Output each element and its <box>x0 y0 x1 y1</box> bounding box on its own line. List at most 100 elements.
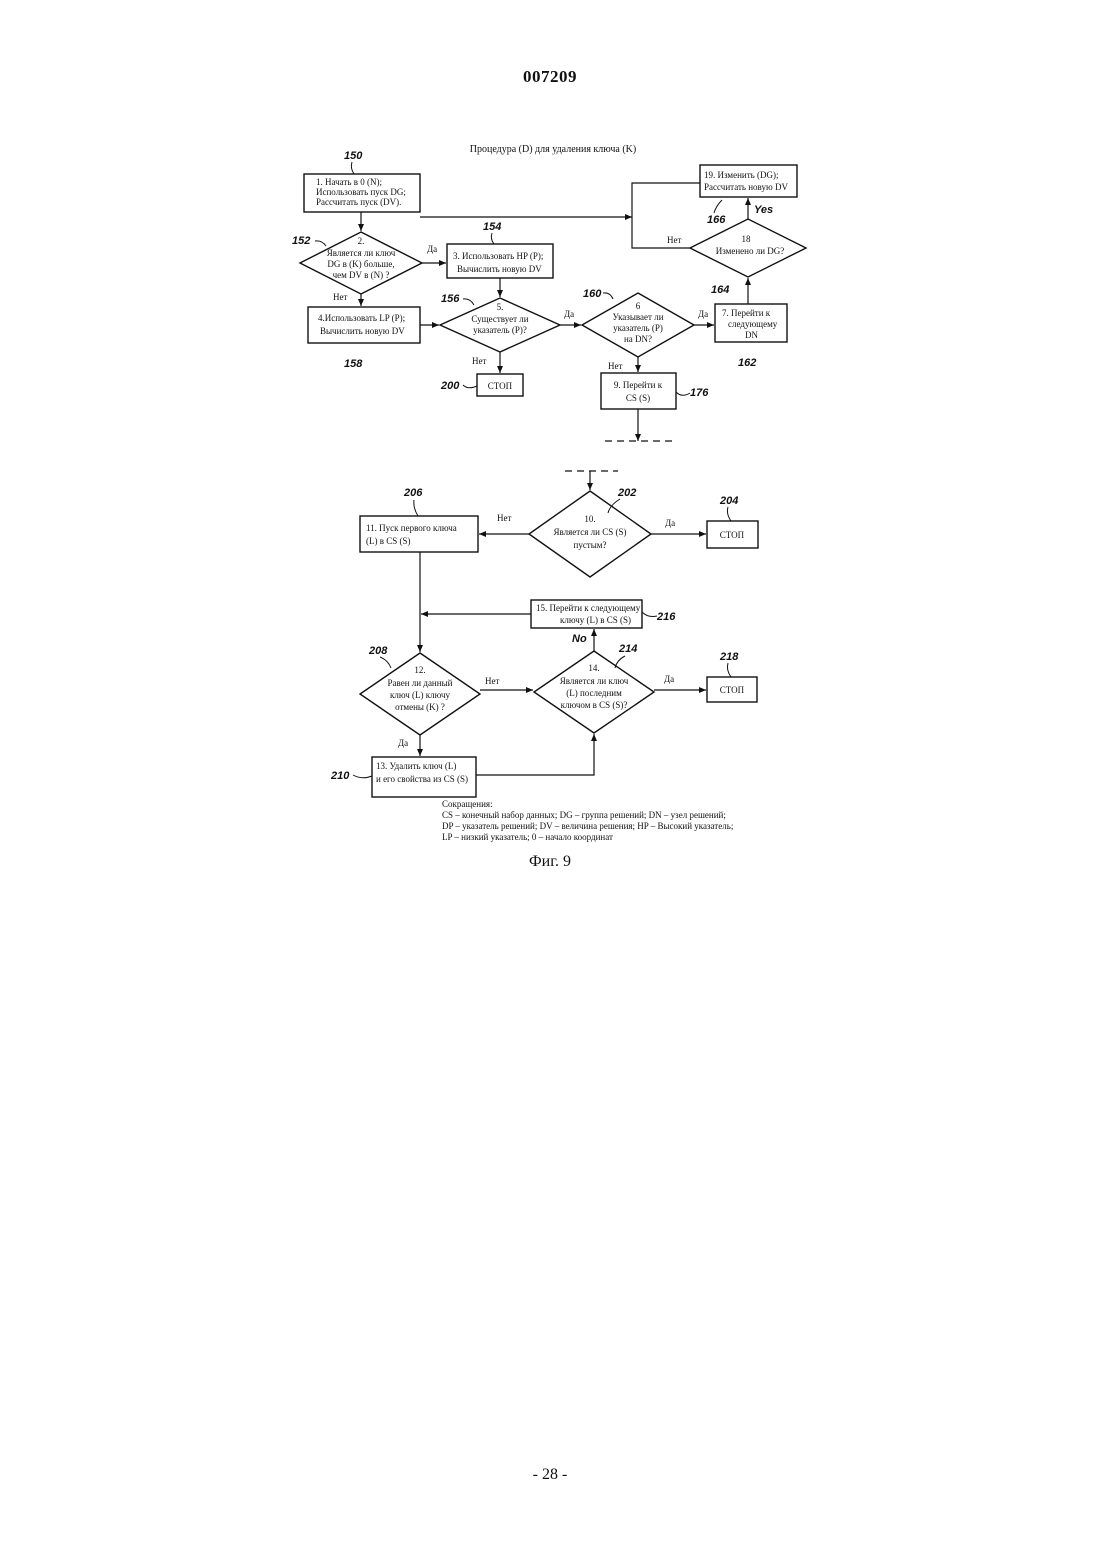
svg-text:пустым?: пустым? <box>574 540 607 550</box>
figure-caption: Фиг. 9 <box>0 853 1100 871</box>
svg-text:7. Перейти к: 7. Перейти к <box>722 308 771 318</box>
decision-5: 5. Существует ли указатель (P)? <box>440 298 560 352</box>
decision-18: 18 Изменено ли DG? <box>690 219 806 277</box>
label-no-5: Нет <box>472 356 486 366</box>
ref-164: 164 <box>711 284 729 296</box>
ref-176: 176 <box>690 387 709 399</box>
ref-150: 150 <box>344 150 363 162</box>
svg-text:6: 6 <box>636 301 641 311</box>
svg-text:(L) последним: (L) последним <box>566 688 622 698</box>
node-11: 11. Пуск первого ключа (L) в CS (S) <box>360 516 478 552</box>
svg-text:ключ (L) ключу: ключ (L) ключу <box>390 690 451 700</box>
abbreviations-line: LP – низкий указатель; 0 – начало коорди… <box>442 832 782 843</box>
label-yes-14: Да <box>664 674 674 684</box>
ref-216: 216 <box>656 611 676 623</box>
flowchart: Процедура (D) для удаления ключа (K) 1. … <box>0 0 1100 880</box>
svg-text:Рассчитать новую DV: Рассчитать новую DV <box>704 182 788 192</box>
ref-202: 202 <box>617 487 636 499</box>
ref-210: 210 <box>330 770 350 782</box>
svg-text:указатель (P)?: указатель (P)? <box>473 325 527 335</box>
ref-166: 166 <box>707 214 726 226</box>
svg-text:Рассчитать пуск (DV).: Рассчитать пуск (DV). <box>316 197 401 207</box>
decision-6: 6 Указывает ли указатель (P) на DN? <box>582 293 694 357</box>
svg-text:Существует ли: Существует ли <box>471 314 528 324</box>
svg-text:10.: 10. <box>584 514 595 524</box>
node-4: 4.Использовать LP (P); Вычислить новую D… <box>308 307 420 343</box>
node-15: 15. Перейти к следующему ключу (L) в CS … <box>531 600 642 628</box>
svg-text:DG в (K) больше,: DG в (K) больше, <box>327 259 394 269</box>
decision-10: 10. Является ли CS (S) пустым? <box>529 491 651 577</box>
svg-text:ключом в CS (S)?: ключом в CS (S)? <box>561 700 628 710</box>
label-no-10: Нет <box>497 513 511 523</box>
svg-text:2.: 2. <box>358 236 365 246</box>
svg-text:14.: 14. <box>588 663 599 673</box>
svg-text:чем DV в (N) ?: чем DV в (N) ? <box>333 270 390 280</box>
ref-200: 200 <box>440 380 460 392</box>
svg-text:СТОП: СТОП <box>720 685 745 695</box>
ref-206: 206 <box>403 487 423 499</box>
svg-text:(L) в CS (S): (L) в CS (S) <box>366 536 411 546</box>
svg-text:следующему: следующему <box>728 319 778 329</box>
svg-text:Вычислить новую DV: Вычислить новую DV <box>320 326 405 336</box>
ref-214: 214 <box>618 643 637 655</box>
svg-text:Является ли CS (S): Является ли CS (S) <box>553 527 626 537</box>
ref-152: 152 <box>292 235 310 247</box>
svg-text:Является ли ключ: Является ли ключ <box>327 248 396 258</box>
ref-218: 218 <box>719 651 739 663</box>
svg-text:СТОП: СТОП <box>720 530 745 540</box>
stop-204: СТОП <box>707 521 758 548</box>
stop-200: СТОП <box>477 374 523 396</box>
ref-162: 162 <box>738 357 756 369</box>
decision-12: 12. Равен ли данный ключ (L) ключу отмен… <box>360 653 480 735</box>
svg-text:1. Начать в 0 (N);: 1. Начать в 0 (N); <box>316 177 382 187</box>
abbreviations-line: DP – указатель решений; DV – величина ре… <box>442 821 782 832</box>
label-yes-10: Да <box>665 518 675 528</box>
node-13: 13. Удалить ключ (L) и его свойства из C… <box>372 757 476 797</box>
label-yes-6: Да <box>698 309 708 319</box>
svg-text:отмены (K) ?: отмены (K) ? <box>395 702 445 712</box>
svg-text:DN: DN <box>745 330 758 340</box>
figure-title: Процедура (D) для удаления ключа (K) <box>470 144 636 155</box>
svg-text:СТОП: СТОП <box>488 381 513 391</box>
page-number: - 28 - <box>0 1466 1100 1484</box>
ref-204: 204 <box>719 495 738 507</box>
svg-text:и его свойства из CS (S): и его свойства из CS (S) <box>376 774 468 784</box>
abbreviations-legend: Сокращения: CS – конечный набор данных; … <box>442 799 782 843</box>
svg-text:3. Использовать HP (P);: 3. Использовать HP (P); <box>453 251 543 261</box>
node-3: 3. Использовать HP (P); Вычислить новую … <box>447 244 553 278</box>
svg-text:15. Перейти к следующему: 15. Перейти к следующему <box>536 603 641 613</box>
node-9: 9. Перейти к CS (S) <box>601 373 676 409</box>
label-yes-5: Да <box>564 309 574 319</box>
label-yes-12: Да <box>398 738 408 748</box>
node-7: 7. Перейти к следующему DN <box>715 304 787 342</box>
svg-text:5.: 5. <box>497 302 504 312</box>
svg-text:12.: 12. <box>414 665 425 675</box>
svg-text:18: 18 <box>742 234 752 244</box>
svg-text:4.Использовать LP (P);: 4.Использовать LP (P); <box>318 313 405 323</box>
label-no-6: Нет <box>608 361 622 371</box>
ref-160: 160 <box>583 288 602 300</box>
label-no-18: Нет <box>667 235 681 245</box>
node-19: 19. Изменить (DG); Рассчитать новую DV <box>700 165 797 197</box>
svg-text:Вычислить новую DV: Вычислить новую DV <box>457 264 542 274</box>
svg-text:9. Перейти к: 9. Перейти к <box>614 380 663 390</box>
stop-218: СТОП <box>707 677 757 702</box>
svg-text:Использовать пуск DG;: Использовать пуск DG; <box>316 187 406 197</box>
label-no-2: Нет <box>333 292 347 302</box>
label-no-12: Нет <box>485 676 499 686</box>
decision-14: 14. Является ли ключ (L) последним ключо… <box>534 651 654 733</box>
abbreviations-line: CS – конечный набор данных; DG – группа … <box>442 810 782 821</box>
svg-text:ключу (L) в CS (S): ключу (L) в CS (S) <box>560 615 631 625</box>
ref-208: 208 <box>368 645 388 657</box>
svg-text:19. Изменить (DG);: 19. Изменить (DG); <box>704 170 779 180</box>
abbreviations-heading: Сокращения: <box>442 799 782 810</box>
label-yes-18: Yes <box>754 204 773 216</box>
ref-156: 156 <box>441 293 460 305</box>
node-start: 1. Начать в 0 (N); Использовать пуск DG;… <box>304 174 420 212</box>
svg-text:Является ли ключ: Является ли ключ <box>560 676 629 686</box>
svg-text:11. Пуск первого ключа: 11. Пуск первого ключа <box>366 523 457 533</box>
label-yes-2: Да <box>427 244 437 254</box>
svg-text:на DN?: на DN? <box>624 334 652 344</box>
svg-text:13. Удалить ключ (L): 13. Удалить ключ (L) <box>376 761 456 771</box>
ref-154: 154 <box>483 221 501 233</box>
